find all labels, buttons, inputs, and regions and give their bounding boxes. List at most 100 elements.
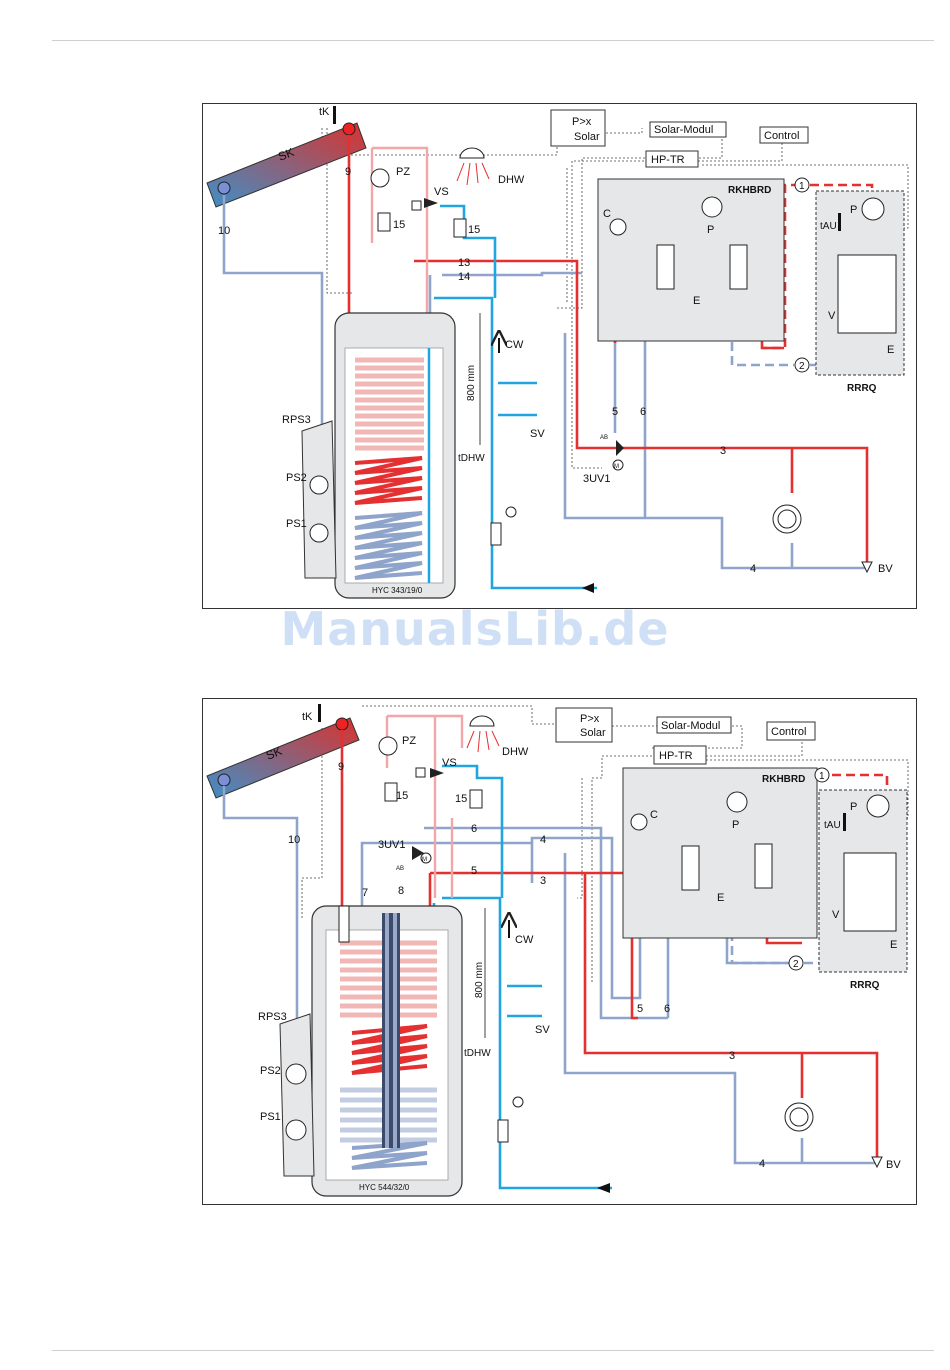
tank-model-2: HYC 544/32/0 — [359, 1183, 410, 1192]
n5a-label: 5 — [471, 865, 477, 877]
p-label-out: P — [850, 204, 857, 216]
ps2-label: PS2 — [286, 472, 307, 484]
e-label-out: E — [887, 344, 894, 356]
v-label: V — [828, 310, 836, 322]
ps-box-line2: Solar — [580, 727, 606, 739]
ps-box-line1: P>x — [572, 116, 592, 128]
n1-label: 1 — [819, 771, 825, 782]
n7-label: 7 — [362, 887, 368, 899]
solar-collector: SK tK — [206, 106, 367, 208]
ab-label: AB — [600, 435, 608, 441]
e-label-unit: E — [717, 892, 724, 904]
dhw-label: DHW — [502, 746, 529, 758]
n1-label: 1 — [799, 181, 805, 192]
storage-tank: HYC 343/19/0 — [334, 312, 456, 599]
rkhbrd-label: RKHBRD — [762, 774, 805, 785]
bv-label: BV — [878, 563, 893, 575]
tank-model-1: HYC 343/19/0 — [372, 586, 423, 595]
outdoor-unit: P V E tAU RRRQ — [815, 190, 905, 394]
n5b-label: 5 — [637, 1003, 643, 1015]
storage-tank: HYC 544/32/0 — [311, 905, 463, 1197]
m-label: M — [614, 464, 619, 470]
p-label-unit: P — [707, 224, 714, 236]
components: PZ DHW VS 15 15 9 10 13 14 CW SV 800 mm … — [218, 147, 893, 593]
dhw-label: DHW — [498, 174, 525, 186]
n6-label: 6 — [640, 406, 646, 418]
control-boxes: P>x Solar Solar-Modul Control HP-TR — [550, 109, 809, 168]
diagram-hyc-544: SK tK — [202, 698, 917, 1205]
bottom-rule — [52, 1350, 934, 1351]
rrrq-label: RRRQ — [847, 383, 877, 394]
n10-label: 10 — [288, 834, 300, 846]
n15b-label: 15 — [455, 793, 467, 805]
control-boxes: P>x Solar Solar-Modul Control HP-TR — [555, 707, 816, 765]
top-rule — [52, 40, 934, 41]
n8-label: 8 — [398, 885, 404, 897]
n15b-label: 15 — [468, 224, 480, 236]
rps3-station: RPS3 PS2 PS1 — [258, 1011, 315, 1177]
bv-label: BV — [886, 1159, 901, 1171]
tau-label: tAU — [824, 820, 841, 831]
n10-label: 10 — [218, 225, 230, 237]
sv-label: SV — [530, 428, 545, 440]
outdoor-unit: P V E tAU RRRQ — [818, 789, 908, 991]
pz-label: PZ — [396, 166, 410, 178]
tk-label: tK — [319, 106, 330, 118]
rps3-label: RPS3 — [282, 414, 311, 426]
diagram-hyc-343: SK tK — [202, 103, 917, 609]
p-label-out: P — [850, 801, 857, 813]
ps-box-line1: P>x — [580, 713, 600, 725]
n14-label: 14 — [458, 271, 470, 283]
tau-label: tAU — [820, 221, 837, 232]
e-label-unit: E — [693, 295, 700, 307]
solar-modul-label: Solar-Modul — [654, 124, 713, 136]
solar-collector: SK tK — [206, 704, 360, 799]
c-label: C — [603, 208, 611, 220]
tk-label: tK — [302, 711, 313, 723]
n2-label: 2 — [793, 959, 799, 970]
hp-tr-label: HP-TR — [651, 154, 685, 166]
n9-label: 9 — [345, 166, 351, 178]
sk-label: SK — [264, 744, 284, 763]
n4a-label: 4 — [540, 834, 546, 846]
height-label: 800 mm — [466, 365, 477, 401]
ps2-label: PS2 — [260, 1065, 281, 1077]
heat-pump-unit: RKHBRD C P E — [597, 178, 785, 342]
ps1-label: PS1 — [260, 1111, 281, 1123]
height-label: 800 mm — [474, 962, 485, 998]
sk-label: SK — [276, 145, 296, 164]
n13-label: 13 — [458, 257, 470, 269]
tdhw-label: tDHW — [458, 453, 485, 464]
pz-label: PZ — [402, 735, 416, 747]
rps3-station: RPS3 PS2 PS1 — [282, 414, 337, 579]
c-label: C — [650, 809, 658, 821]
n4-label: 4 — [750, 563, 756, 575]
p-label-unit: P — [732, 819, 739, 831]
rps3-label: RPS3 — [258, 1011, 287, 1023]
n5-label: 5 — [612, 406, 618, 418]
rrrq-label: RRRQ — [850, 980, 880, 991]
cw-label: CW — [515, 934, 534, 946]
tdhw-label: tDHW — [464, 1048, 491, 1059]
n15a-label: 15 — [396, 790, 408, 802]
vs-label: VS — [442, 757, 457, 769]
ps1-label: PS1 — [286, 518, 307, 530]
n9-label: 9 — [338, 761, 344, 773]
watermark: ManualsLib.de — [280, 602, 670, 656]
uv1-label: 3UV1 — [378, 839, 406, 851]
n15a-label: 15 — [393, 219, 405, 231]
control-label: Control — [764, 130, 799, 142]
e-label-out: E — [890, 939, 897, 951]
vs-label: VS — [434, 186, 449, 198]
control-label: Control — [771, 726, 806, 738]
cw-label: CW — [505, 339, 524, 351]
components: PZ DHW VS 15 15 9 10 6 4 5 3 7 8 M AB 3U… — [288, 715, 901, 1193]
n3a-label: 3 — [540, 875, 546, 887]
sv-label: SV — [535, 1024, 550, 1036]
n6a-label: 6 — [471, 823, 477, 835]
n3-label: 3 — [720, 445, 726, 457]
v-label: V — [832, 909, 840, 921]
ps-box-line2: Solar — [574, 131, 600, 143]
uv1-label: 3UV1 — [583, 473, 611, 485]
n3b-label: 3 — [729, 1050, 735, 1062]
